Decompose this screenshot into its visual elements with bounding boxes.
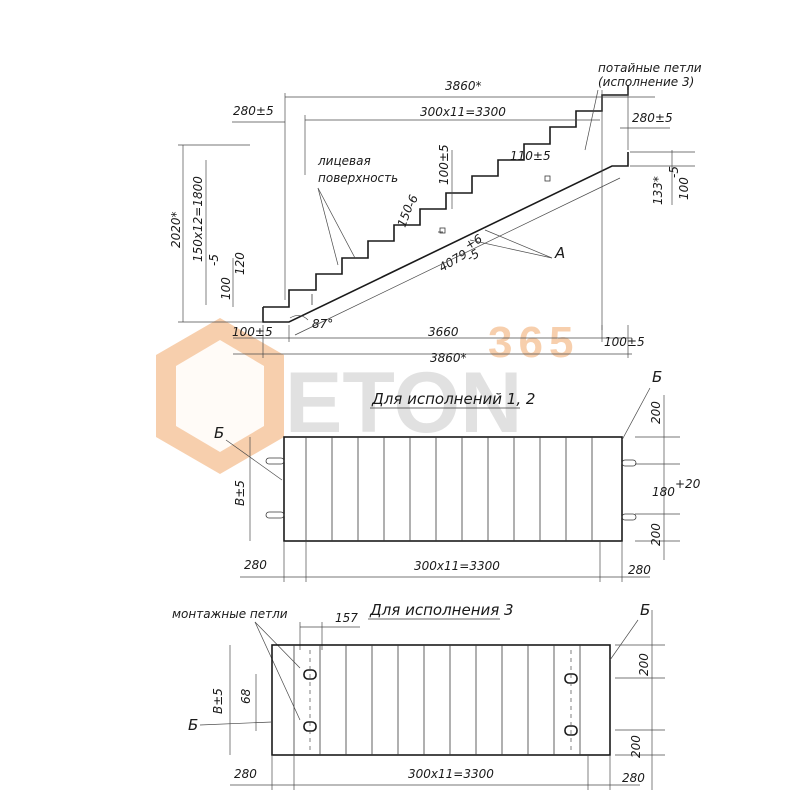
dim-100-right-tol: -5: [667, 166, 681, 178]
plan-1-width: В±5: [233, 480, 247, 506]
note-face-surface-1: лицевая: [317, 154, 371, 168]
dim-133: 133*: [651, 176, 665, 205]
stair-profile: [263, 85, 629, 308]
label-a: А: [554, 244, 565, 262]
dim-right-top: 280±5: [632, 111, 673, 125]
dim-steps-top: 300x11=3300: [420, 105, 506, 119]
plan-3-dim-68: 68: [239, 688, 253, 704]
plan-1-tread-lines: [305, 437, 593, 541]
plan-1-dim-200-top: 200: [649, 401, 663, 424]
note-hidden-loops-1: потайные петли: [598, 61, 702, 75]
note-hidden-loops-2: (исполнение 3): [598, 75, 694, 89]
dim-bottom-overall: 3860*: [430, 351, 467, 365]
plan-3: Для исполнения 3 монтажные петли 157: [172, 601, 665, 790]
dim-100-left: 100: [219, 277, 233, 300]
dim-100-left-tol: -5: [207, 254, 221, 266]
plan-3-label-b-left: Б: [188, 716, 198, 734]
side-view: 3860* 300x11=3300 280±5 280±5 потайные п…: [169, 61, 702, 365]
plan-3-label-b-right: Б: [640, 601, 650, 619]
dim-110: 110±5: [510, 149, 551, 163]
dim-angle-87: 87°: [312, 317, 333, 331]
dim-bottom-mid: 3660: [428, 325, 459, 339]
dim-overall-top: 3860*: [445, 79, 482, 93]
watermark-hex-inner: [176, 340, 264, 452]
dim-100-top: 100±5: [437, 144, 451, 185]
plan-3-title: Для исполнения 3: [369, 601, 514, 619]
plan-3-loop-pockets: [303, 650, 578, 750]
plan-1-label-b-left: Б: [214, 424, 224, 442]
plan-1-dim-left: 280: [244, 558, 267, 572]
dim-bottom-right: 100±5: [604, 335, 645, 349]
plan-3-dim-left: 280: [234, 767, 257, 781]
plan-3-loops-label: монтажные петли: [172, 607, 288, 621]
plan-1-dim-right: 280: [628, 563, 651, 577]
plan-1-dim-mid: 300x11=3300: [414, 559, 500, 573]
plan-3-dim-right: 280: [622, 771, 645, 785]
plan-3-dim-mid: 300x11=3300: [408, 767, 494, 781]
dim-150-tol: -6: [404, 193, 421, 209]
dim-100-right: 100: [677, 177, 691, 200]
dim-slope-length: 4079: [436, 247, 469, 275]
plan-1-loops: [265, 457, 637, 521]
dim-height-total: 2020*: [169, 211, 183, 248]
watermark-brand-main: ETON: [285, 355, 522, 451]
plan-3-dim-157: 157: [335, 611, 358, 625]
note-face-surface-2: поверхность: [318, 171, 398, 185]
plan-1-dim-180: 180: [652, 485, 675, 499]
watermark-brand-top: 365: [488, 318, 579, 367]
plan-1-dim-180-tol: +20: [675, 477, 701, 491]
plan-3-outline: [271, 644, 611, 756]
plan-3-tread-lines: [293, 645, 581, 755]
dim-left-top: 280±5: [233, 104, 274, 118]
dim-rise-total: 150x12=1800: [191, 176, 205, 262]
dim-120: 120: [233, 252, 247, 275]
plan-3-dim-200-bottom: 200: [629, 735, 643, 758]
stair-soffit: [262, 152, 629, 323]
dim-bottom-left: 100±5: [232, 325, 273, 339]
plan-1-outline: [283, 436, 623, 542]
plan-3-dim-200-top: 200: [637, 653, 651, 676]
plan-3-width: В±5: [211, 688, 225, 714]
plan-1-dim-200-bottom: 200: [649, 523, 663, 546]
plan-1-title: Для исполнений 1, 2: [371, 390, 535, 408]
plan-1-label-b-right: Б: [652, 368, 662, 386]
watermark: ETON 365: [156, 318, 579, 474]
plan-1: Для исполнений 1, 2 Б Б В±5: [214, 368, 701, 582]
